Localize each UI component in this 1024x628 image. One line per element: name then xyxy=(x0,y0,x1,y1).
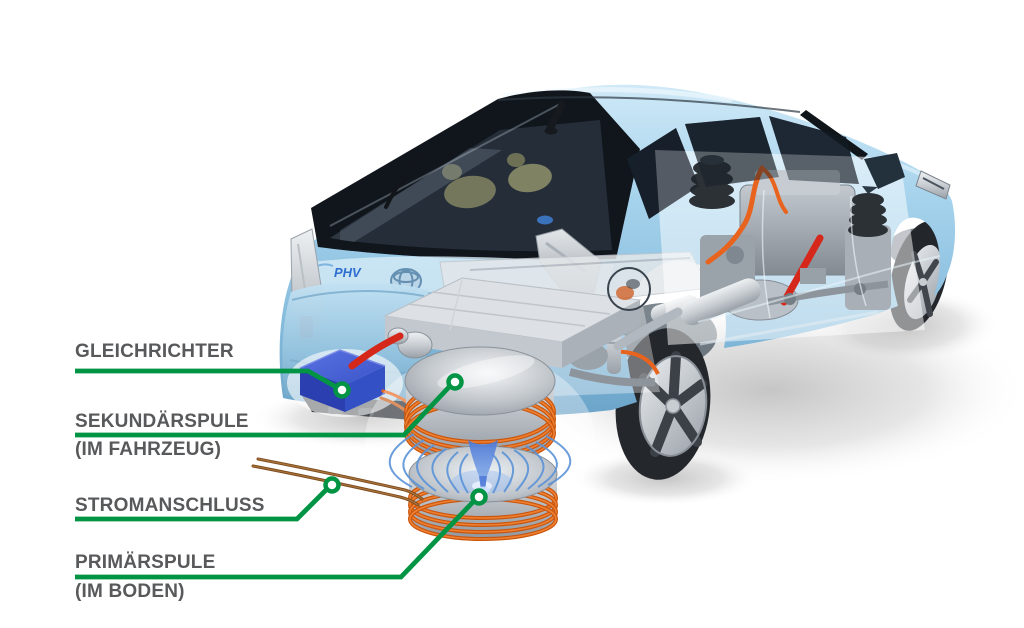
leader-dot-primaerspule xyxy=(470,488,488,506)
window-tint xyxy=(627,116,859,219)
label-primaerspule: PRIMÄRSPULE xyxy=(75,552,216,573)
roof-antenna xyxy=(544,99,566,135)
exterior-details xyxy=(607,153,951,346)
leader-dot-gleichrichter xyxy=(333,381,351,399)
phv-badge: PHV xyxy=(334,265,362,280)
leader-dot-sekundaerspule xyxy=(446,373,464,391)
headlight xyxy=(915,170,951,200)
window-sticker xyxy=(537,215,553,225)
orange-harness xyxy=(705,165,765,265)
interior-seats xyxy=(444,175,496,209)
leader-line-gleichrichter xyxy=(75,368,340,391)
leader-dot-stromanschluss xyxy=(323,476,341,494)
rear-window xyxy=(311,90,640,261)
power-cable-red xyxy=(348,332,404,370)
leader-dots xyxy=(323,373,488,506)
rear-wiper xyxy=(384,148,432,209)
magnetic-field-lines xyxy=(388,433,572,494)
strut-dome-left xyxy=(689,155,735,209)
label-stromanschluss: STROMANSCHLUSS xyxy=(75,495,265,516)
label-sekundaerspule: SEKUNDÄRSPULE xyxy=(75,411,249,432)
power-supply-wires xyxy=(251,457,424,507)
leader-line-sekundaerspule xyxy=(75,384,452,438)
charge-port xyxy=(607,267,651,311)
side-mirror xyxy=(862,153,905,194)
a-pillar xyxy=(800,110,868,160)
leader-line-primaerspule xyxy=(75,499,476,580)
engine-assembly xyxy=(613,150,925,351)
leader-lines xyxy=(75,368,476,580)
secondary-coil xyxy=(404,346,556,465)
label-primaerspule-subtitle: (IM BODEN) xyxy=(75,581,185,602)
leader-line-stromanschluss xyxy=(75,487,329,522)
strut-dome-right xyxy=(848,193,888,237)
catalytic-converter xyxy=(680,278,761,326)
label-sekundaerspule-subtitle: (IM FAHRZEUG) xyxy=(75,439,222,460)
label-gleichrichter: GLEICHRICHTER xyxy=(75,341,234,362)
roof-seam xyxy=(497,96,801,113)
